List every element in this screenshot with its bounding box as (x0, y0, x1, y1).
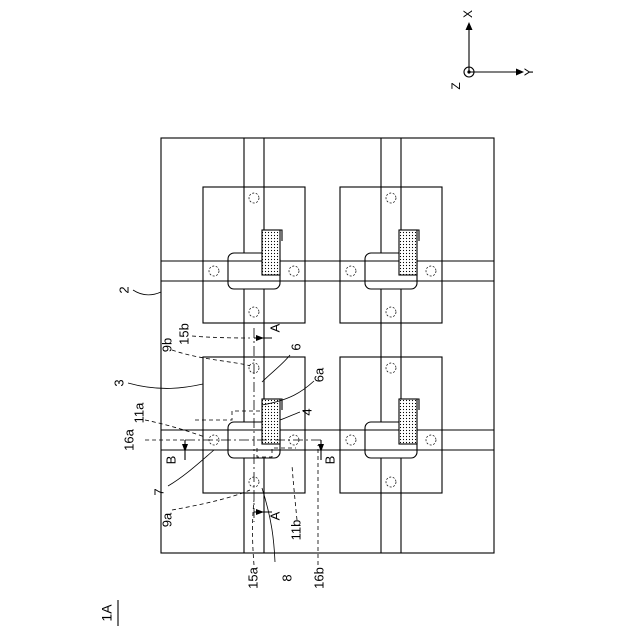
chip (399, 399, 417, 444)
via-3 (289, 266, 299, 276)
via-1 (386, 307, 396, 317)
via-3 (426, 435, 436, 445)
via-0 (249, 193, 259, 203)
via-2 (346, 435, 356, 445)
label-9b: 9b (159, 338, 174, 352)
z-axis-dot-icon (467, 70, 470, 73)
element-block-top-right (340, 187, 442, 323)
label-2: 2 (116, 286, 131, 293)
label-4: 4 (299, 408, 314, 415)
section-mark-a-top: A (267, 323, 282, 332)
label-6a: 6a (311, 367, 326, 382)
label-16b: 16b (311, 567, 326, 589)
axis-indicator: X Y Z (449, 10, 536, 90)
section-mark-b-left: B (163, 456, 178, 465)
via-2 (209, 266, 219, 276)
x-arrowhead-icon (466, 22, 473, 30)
via-0 (386, 363, 396, 373)
axis-x-label: X (461, 10, 475, 18)
via-1 (249, 307, 259, 317)
label-6: 6 (288, 343, 303, 350)
figure-label-text: 1A (99, 604, 115, 622)
via-1 (386, 477, 396, 487)
figure-label: 1A (99, 600, 118, 626)
via-0 (386, 193, 396, 203)
via-2 (346, 266, 356, 276)
label-11a: 11a (131, 402, 146, 423)
label-7: 7 (151, 488, 166, 495)
axis-z-label: Z (449, 82, 463, 89)
label-9a: 9a (159, 512, 174, 527)
element-block-bottom-right (340, 357, 442, 493)
chip (399, 230, 417, 275)
chip (262, 399, 280, 444)
label-3: 3 (111, 379, 126, 386)
chip (262, 230, 280, 275)
label-11b: 11b (288, 520, 303, 541)
label-15a: 15a (245, 566, 260, 588)
section-mark-b-right: B (322, 456, 337, 465)
axis-y-label: Y (522, 68, 536, 76)
via-3 (426, 266, 436, 276)
label-8: 8 (279, 574, 294, 581)
label-15b: 15b (176, 323, 191, 345)
label-16a: 16a (121, 428, 136, 450)
element-block-top-left (203, 187, 305, 323)
